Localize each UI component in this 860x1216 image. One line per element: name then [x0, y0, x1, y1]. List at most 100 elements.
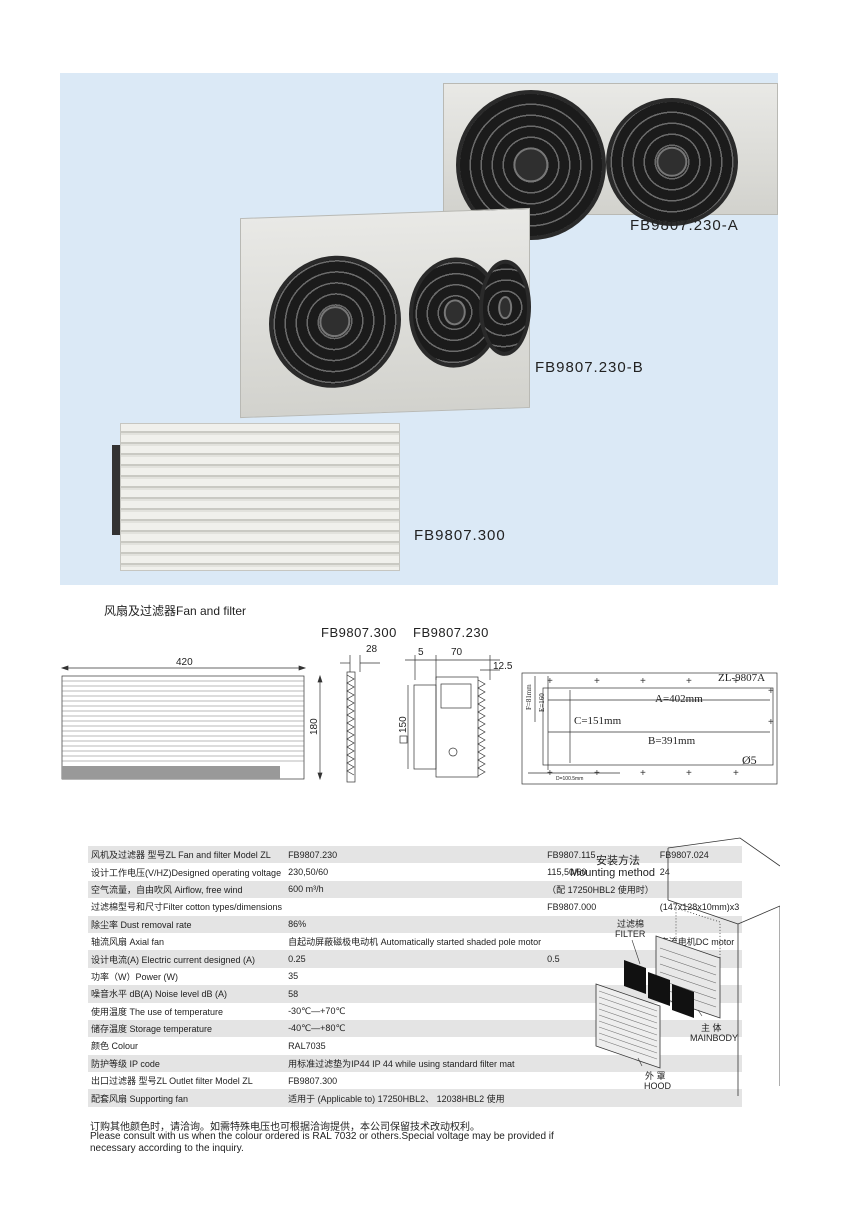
hood-label-cn: 外 罩	[645, 1071, 666, 1081]
spec-value-cell: 适用于 (Applicable to) 17250HBL2、 12038HBL2…	[285, 1089, 545, 1107]
spec-value-cell	[285, 898, 545, 916]
svg-text:+: +	[768, 717, 774, 728]
spec-value-cell: 86%	[285, 915, 545, 933]
cutout-dim-d: D=100.5mm	[556, 776, 583, 782]
svg-text:+: +	[733, 768, 739, 779]
model-label-230a: FB9807.230-A	[630, 217, 739, 234]
spec-value-cell	[656, 1019, 743, 1038]
svg-text:+: +	[640, 768, 646, 779]
spec-label-cell: 出口过滤器 型号ZL Outlet filter Model ZL	[88, 1072, 286, 1090]
spec-value-cell: 600 m³/h	[285, 880, 545, 899]
fan-filter-unit-230a-image	[443, 83, 778, 240]
mainbody-label-cn: 主 体	[701, 1023, 722, 1033]
svg-text:+: +	[594, 676, 600, 687]
spec-value-cell: -40℃—+80℃	[285, 1019, 545, 1038]
side-230-d2-dim: 70	[451, 647, 463, 658]
spec-value-cell: FB9807.300	[285, 1072, 545, 1090]
spec-label-cell: 设计工作电压(V/HZ)Designed operating voltage	[88, 863, 286, 881]
technical-drawings: 420 180 28 5 70 12.5 150	[60, 644, 778, 785]
side-view-300-drawing	[340, 655, 380, 783]
mounting-title-cn: 安装方法	[596, 855, 640, 867]
spec-value-cell	[544, 1054, 657, 1073]
cutout-dim-a: A=402mm	[655, 693, 703, 705]
cutout-dim-b: B=391mm	[648, 735, 696, 747]
footnote-en-1: Please consult with us when the colour o…	[90, 1131, 554, 1142]
cutout-model: ZL-9807A	[718, 672, 765, 684]
filter-label-en: FILTER	[615, 929, 646, 939]
fan-filter-unit-230b-image	[240, 207, 531, 419]
spec-label-cell: 空气流量，自由吹风 Airflow, free wind	[88, 880, 286, 899]
spec-label-cell: 防护等级 IP code	[88, 1054, 286, 1073]
table-row: 过滤棉型号和尺寸Filter cotton types/dimensions FB…	[88, 898, 743, 916]
spec-value-cell	[544, 1089, 657, 1107]
spec-value-cell: 58	[285, 985, 545, 1003]
spec-label-cell: 颜色 Colour	[88, 1037, 286, 1055]
hood-label-en: HOOD	[644, 1081, 671, 1091]
outlet-filter-louver	[120, 423, 400, 571]
spec-label-cell: 设计电流(A) Electric current designed (A)	[88, 950, 286, 968]
svg-text:+: +	[768, 686, 774, 697]
spec-value-cell: 0.25	[285, 950, 545, 968]
side-230-height-dim: 150	[398, 716, 409, 733]
spec-value-cell	[656, 1054, 743, 1073]
section-title: 风扇及过滤器Fan and filter	[104, 604, 247, 618]
mounting-diagram	[595, 837, 780, 1096]
spec-value-cell: -30℃—+70℃	[285, 1002, 545, 1020]
front-width-dim: 420	[176, 657, 193, 668]
spec-value-cell	[656, 1037, 743, 1055]
svg-text:+: +	[594, 768, 600, 779]
product-photo-panel: FB9807.230-A FB9807.230-B FB9807.300	[60, 73, 778, 585]
side-300-depth-dim: 28	[366, 644, 378, 655]
cutout-hole-dim: Ø5	[742, 753, 757, 767]
filter-label-cn: 过滤棉	[617, 919, 645, 929]
cutout-dim-e: E=160	[538, 693, 546, 712]
spec-value-cell	[544, 1072, 657, 1090]
spec-label-cell: 过滤棉型号和尺寸Filter cotton types/dimensions	[88, 898, 286, 916]
spec-value-cell	[544, 915, 657, 933]
cutout-dim-c: C=151mm	[574, 715, 622, 727]
spec-value-cell: （配 17250HBL2 使用时）	[544, 880, 657, 899]
spec-value-cell: 24	[656, 863, 743, 881]
spec-value-cell	[656, 915, 743, 933]
spec-value-cell: RAL7035	[285, 1037, 545, 1055]
svg-text:+: +	[547, 676, 553, 687]
spec-value-cell	[544, 932, 657, 951]
cutout-drawing	[521, 672, 778, 785]
spec-value-cell: 自起动屏蔽磁极电动机 Automatically started shaded …	[285, 932, 545, 951]
spec-value-cell: 115,50/60	[544, 863, 657, 881]
model-label-300: FB9807.300	[414, 527, 506, 544]
footnote-cn: 订购其他颜色时，请洽询。如需特殊电压也可根据洽询提供，本公司保留技术改动权利。	[90, 1122, 480, 1133]
spec-value-cell: FB9807.024	[656, 846, 743, 864]
mounting-title-en: Mounting method	[570, 867, 655, 879]
spec-label-cell: 配套风扇 Supporting fan	[88, 1089, 286, 1107]
footnote-en-2: necessary according to the inquiry.	[90, 1143, 244, 1154]
spec-value-cell: FB9807.000	[544, 898, 657, 916]
spec-value-cell: (147x128x10mm)x3	[656, 898, 743, 916]
model-label-230b: FB9807.230-B	[535, 359, 644, 376]
drawing-title-300: FB9807.300	[321, 625, 397, 640]
side-230-d3-dim: 12.5	[493, 661, 513, 672]
spec-value-cell: 35	[285, 967, 545, 986]
svg-text:+: +	[640, 676, 646, 687]
spec-value-cell: FB9807.230	[285, 846, 545, 864]
svg-text:+: +	[686, 676, 692, 687]
front-height-dim: 180	[309, 718, 320, 735]
spec-value-cell	[656, 880, 743, 899]
side-230-d1-dim: 5	[418, 647, 424, 658]
spec-label-cell: 使用温度 The use of temperature	[88, 1002, 286, 1020]
spec-value-cell: FB9807.115	[544, 846, 657, 864]
cutout-dim-f: F=81mm	[525, 684, 533, 710]
spec-value-cell: 230,50/60	[285, 863, 545, 881]
spec-value-cell	[656, 1072, 743, 1090]
spec-label-cell: 储存温度 Storage temperature	[88, 1019, 286, 1038]
spec-value-cell: 用标准过滤垫为IP44 IP 44 while using standard f…	[285, 1054, 545, 1073]
svg-text:+: +	[686, 768, 692, 779]
